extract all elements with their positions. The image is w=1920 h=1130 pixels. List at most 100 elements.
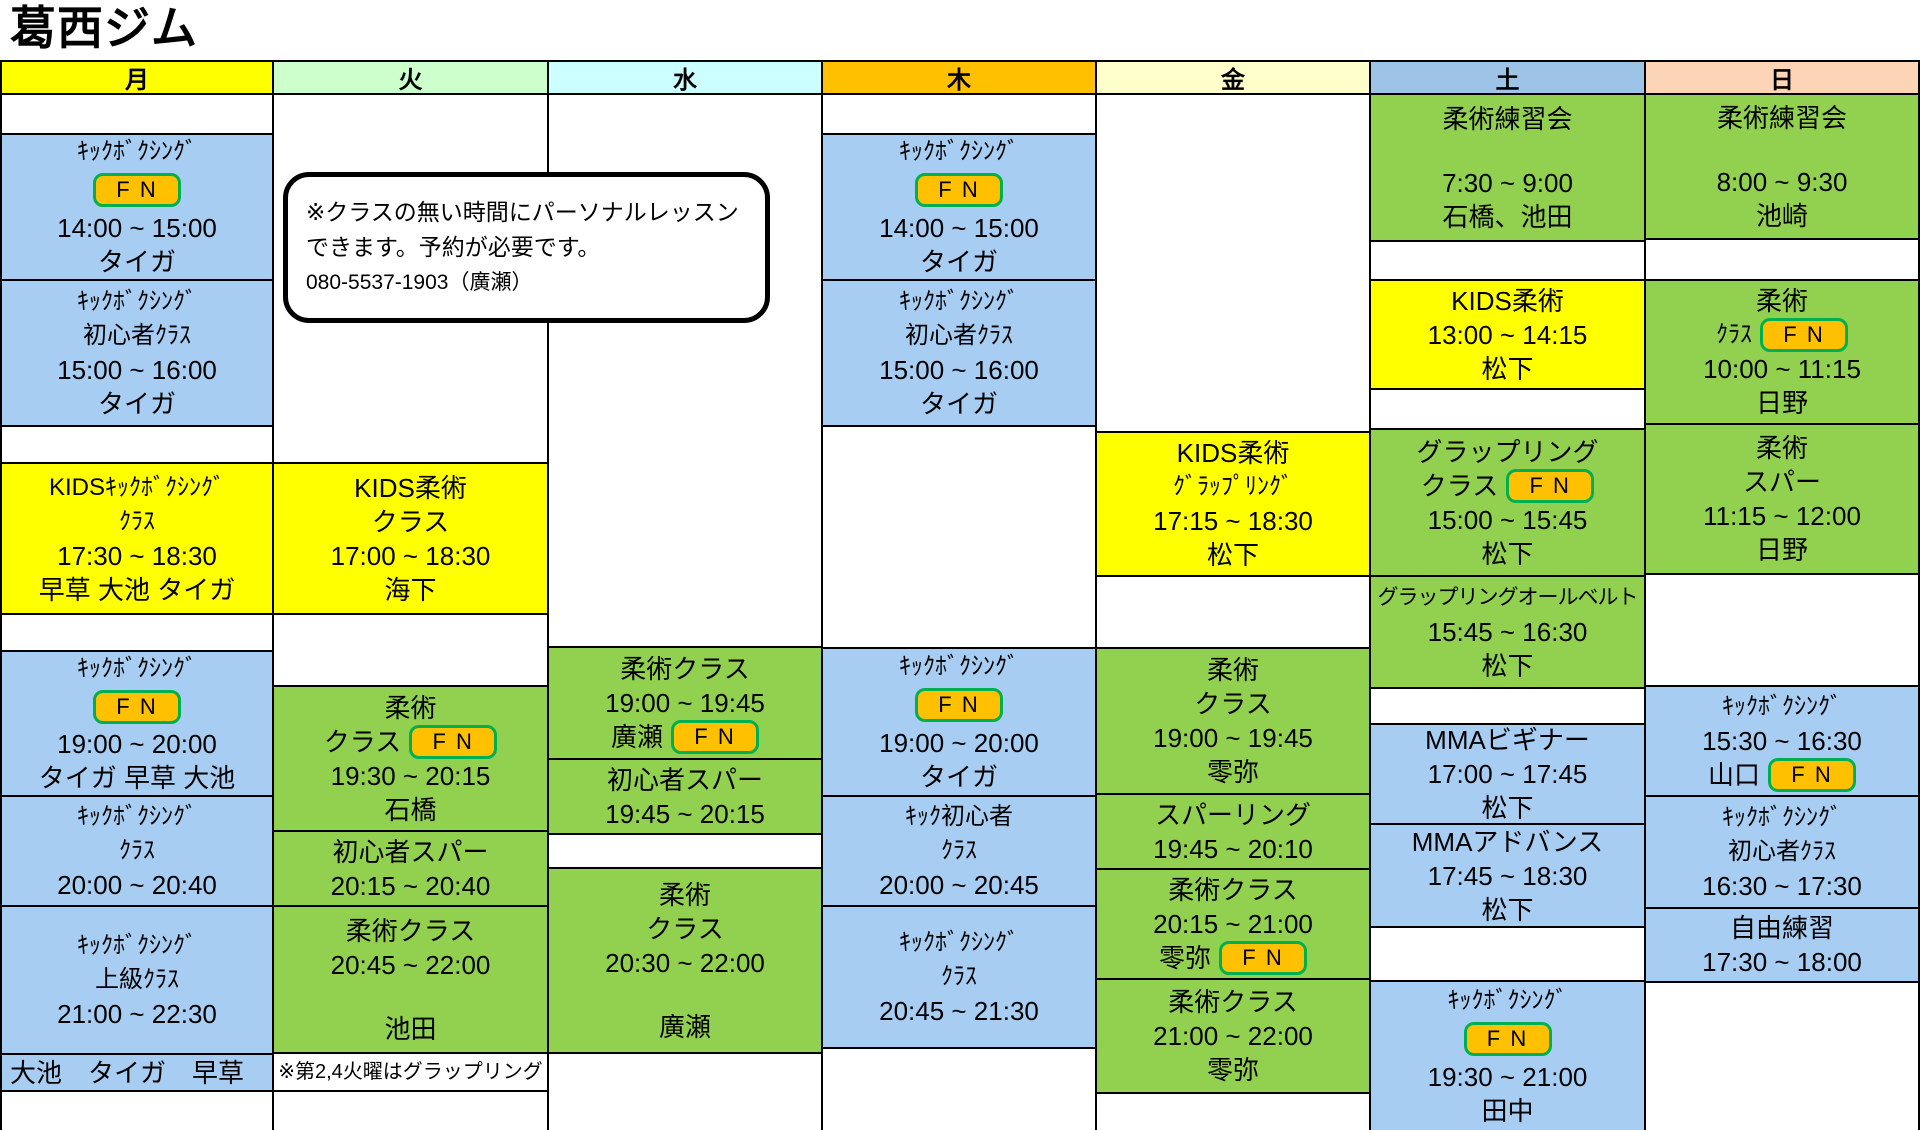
cell-line: 15:00 ~ 15:45 — [1427, 504, 1588, 535]
cell-line: ｷｯｸﾎﾞｸｼﾝｸﾞ — [77, 138, 197, 165]
empty-cell — [1097, 575, 1369, 647]
cell-line: 柔術 — [1206, 655, 1259, 685]
empty-cell — [1371, 687, 1644, 723]
cell-line: 20:45 ~ 21:30 — [879, 996, 1039, 1026]
cell-line: 上級ｸﾗｽ — [95, 966, 179, 993]
empty-cell — [1371, 926, 1644, 980]
empty-cell — [1371, 388, 1644, 428]
fn-badge: F N — [1768, 758, 1856, 792]
day-header-wed: 水 — [549, 60, 821, 94]
cell-line: 11:15 ~ 12:00 — [1703, 501, 1861, 531]
cell-line: 15:00 ~ 16:00 — [879, 355, 1039, 385]
cell-line: 19:00 ~ 20:00 — [57, 729, 217, 759]
cell-line: 13:00 ~ 14:15 — [1427, 319, 1588, 350]
cell-line: 8:00 ~ 9:30 — [1716, 166, 1848, 197]
cell-line: 初心者ｸﾗｽ — [83, 322, 191, 349]
cell-line: 10:00 ~ 11:15 — [1703, 354, 1861, 384]
cell-line: スパーリング — [1154, 799, 1311, 830]
fn-badge: F N — [1219, 941, 1307, 975]
cell-line: F N — [93, 686, 181, 727]
cell-line: 17:00 ~ 17:45 — [1427, 759, 1588, 789]
cell-line: 大池 タイガ 早草 — [10, 1057, 245, 1088]
cell-line: ｷｯｸﾎﾞｸｼﾝｸﾞ — [1722, 804, 1842, 831]
empty-cell — [2, 1090, 272, 1130]
cell-line: F N — [915, 684, 1003, 726]
cell-line: ｷｯｸﾎﾞｸｼﾝｸﾞ — [1447, 987, 1568, 1014]
empty-cell — [823, 93, 1095, 133]
cell-line: 松下 — [1481, 538, 1534, 569]
cell-line: タイガ — [97, 389, 176, 419]
cell-line: ｸﾗｽ — [941, 963, 977, 990]
cell-line: 柔術クラス — [1168, 987, 1298, 1017]
note-line: 080-5537-1903（廣瀬） — [306, 271, 533, 294]
cell-line: 初心者スパー — [332, 836, 489, 867]
cell-line: 零弥 — [1206, 1055, 1259, 1085]
cell-line: MMAビギナー — [1425, 725, 1590, 755]
cell-line: ｷｯｸﾎﾞｸｼﾝｸﾞ — [77, 288, 197, 315]
cell-line: 柔術 — [1755, 433, 1808, 463]
empty-cell — [1646, 238, 1918, 279]
cell-line: KIDSｷｯｸﾎﾞｸｼﾝｸﾞ — [48, 473, 225, 501]
cell-line: 19:00 ~ 20:00 — [879, 728, 1039, 758]
cell-line: ｸﾗｽ — [941, 837, 977, 864]
cell-line: 海下 — [384, 574, 437, 605]
cell-line: 20:00 ~ 20:40 — [57, 870, 217, 900]
empty-cell — [823, 425, 1095, 647]
cell-line: 初心者スパー — [606, 764, 763, 795]
class-cell: ｷｯｸﾎﾞｸｼﾝｸﾞ ｸﾗｽ 20:45 ~ 21:30 — [823, 905, 1095, 1047]
cell-line: ｷｯｸﾎﾞｸｼﾝｸﾞ — [899, 929, 1019, 956]
cell-line: 初心者ｸﾗｽ — [905, 322, 1013, 349]
cell-line: ｸﾞﾗｯﾌﾟﾘﾝｸﾞ — [1173, 473, 1293, 500]
empty-cell — [549, 1052, 821, 1130]
cell-line: タイガ — [919, 389, 998, 419]
cell-line: タイガ 早草 大池 — [38, 763, 236, 793]
cell-line: ｷｯｸﾎﾞｸｼﾝｸﾞ — [77, 803, 197, 830]
cell-line: 17:30 ~ 18:00 — [1702, 947, 1862, 977]
fn-badge: F N — [93, 173, 181, 207]
cell-line: 松下 — [1481, 894, 1534, 925]
cell-line: ｸﾗｽ — [119, 837, 155, 864]
cell-line: 19:45 ~ 20:10 — [1153, 833, 1313, 864]
cell-line: KIDS柔術 — [354, 472, 467, 503]
cell-line: 日野 — [1755, 388, 1808, 418]
empty-cell — [1646, 981, 1918, 1130]
cell-line: 19:00 ~ 19:45 — [1153, 723, 1313, 753]
cell-line: ｷｯｸﾎﾞｸｼﾝｸﾞ — [1722, 693, 1842, 720]
cell-line: 14:00 ~ 15:00 — [57, 213, 217, 243]
cell-line: グラップリングオールベルト — [1377, 586, 1639, 609]
fn-badge: F N — [1506, 468, 1595, 503]
cell-line: 初心者ｸﾗｽ — [1728, 838, 1836, 865]
fn-badge: F N — [1463, 1022, 1552, 1056]
day-header-fri: 金 — [1097, 60, 1369, 94]
empty-cell — [2, 425, 272, 462]
cell-line: 20:30 ~ 22:00 — [605, 947, 765, 978]
cell-line: 松下 — [1481, 651, 1534, 681]
cell-line: 柔術 — [658, 879, 711, 910]
cell-line: 17:15 ~ 18:30 — [1153, 506, 1313, 536]
empty-cell — [274, 1090, 547, 1130]
cell-line: 石橋 — [384, 794, 437, 825]
